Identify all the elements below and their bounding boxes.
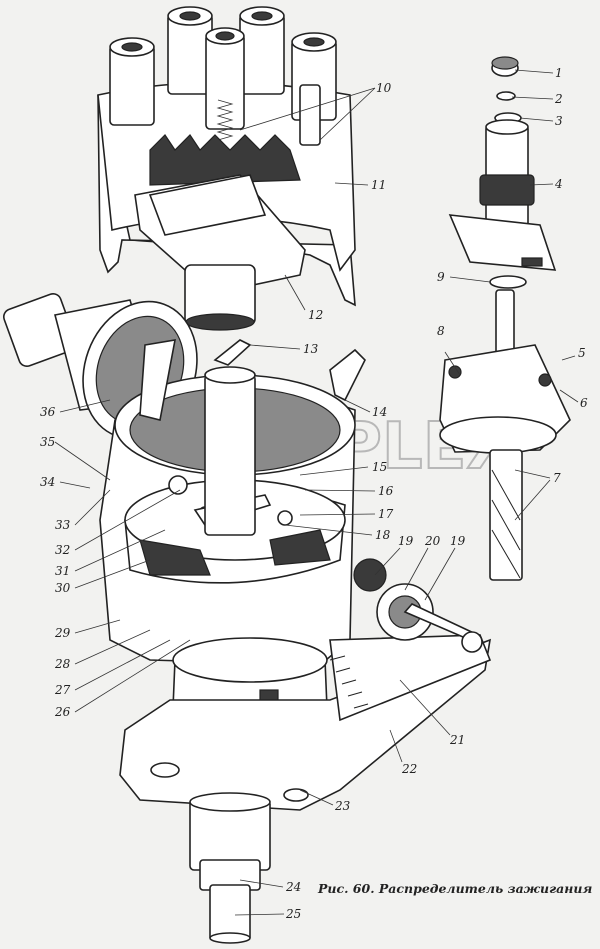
- callout-17: 17: [378, 507, 394, 521]
- felt-wick: [491, 56, 519, 77]
- shaft-assembly: [439, 289, 571, 581]
- callout-1: 1: [555, 66, 563, 80]
- callout-14: 14: [372, 405, 387, 419]
- callout-16: 16: [378, 484, 394, 498]
- thrust-washer: [489, 275, 527, 289]
- callout-11: 11: [371, 178, 386, 192]
- callout-26: 26: [54, 705, 71, 719]
- lock-ring: [496, 91, 516, 101]
- callout-24: 24: [285, 880, 301, 894]
- callout-22: 22: [401, 762, 417, 776]
- callout-33: 33: [55, 518, 71, 532]
- callout-28: 28: [54, 657, 71, 671]
- callout-4: 4: [554, 177, 563, 191]
- callout-6: 6: [580, 396, 588, 410]
- callout-12: 12: [308, 308, 323, 322]
- callout-7: 7: [553, 471, 561, 485]
- callout-19-left: 19: [398, 534, 414, 548]
- callout-35: 35: [40, 435, 55, 449]
- rotor: [134, 174, 306, 331]
- figure-caption: Рис. 60. Распределитель зажигания: [317, 881, 592, 896]
- callout-19-right: 19: [450, 534, 466, 548]
- callout-32: 32: [55, 543, 70, 557]
- callout-15: 15: [372, 460, 387, 474]
- callout-23: 23: [334, 799, 351, 813]
- octane-corrector: [329, 558, 492, 722]
- callout-27: 27: [54, 683, 71, 697]
- callout-31: 31: [55, 564, 70, 578]
- callout-29: 29: [54, 626, 71, 640]
- leader-lines: [54, 69, 579, 916]
- callout-numbers: 1 2 3 4 5 6 7 8 9 10 11 12 13 14 15 16 1…: [40, 66, 588, 921]
- callout-9: 9: [437, 270, 445, 284]
- callout-10: 10: [376, 81, 392, 95]
- callout-34: 34: [40, 475, 55, 489]
- callout-30: 30: [55, 581, 71, 595]
- callout-2: 2: [554, 92, 563, 106]
- callout-13: 13: [303, 342, 319, 356]
- callout-3: 3: [555, 114, 563, 128]
- callout-5: 5: [578, 346, 586, 360]
- callout-21: 21: [449, 733, 465, 747]
- callout-25: 25: [285, 907, 301, 921]
- callout-8: 8: [437, 324, 445, 338]
- lower-body: [119, 637, 492, 944]
- callout-20: 20: [424, 534, 441, 548]
- cam: [448, 119, 557, 271]
- distributor-housing: [99, 339, 366, 666]
- callout-18: 18: [375, 528, 391, 542]
- callout-36: 36: [40, 405, 56, 419]
- distributor-cap: [97, 6, 356, 307]
